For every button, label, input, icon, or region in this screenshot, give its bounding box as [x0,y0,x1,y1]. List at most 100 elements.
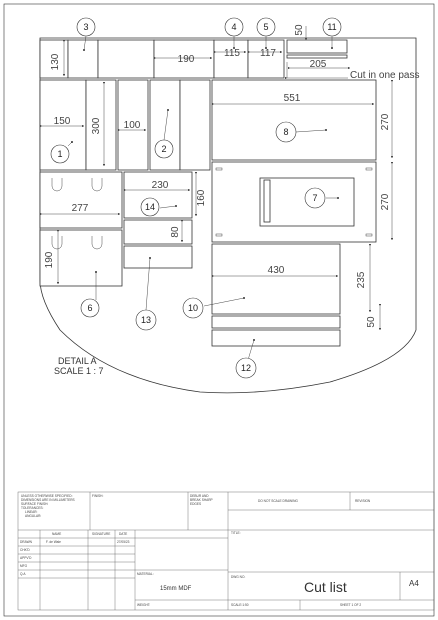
part-100 [117,79,149,171]
balloon-12: 11 [322,17,342,37]
dim-150: 150 [54,116,71,127]
svg-text:4: 4 [231,22,236,32]
dim-277: 277 [72,203,89,214]
col-date: DATE [119,532,127,536]
weight-label: WEIGHT: [137,603,150,607]
detail-label: DETAIL A [58,356,97,366]
leader-dots [71,47,339,341]
part-11b [211,329,341,347]
dim-551: 551 [284,93,301,104]
material-label: MATERIAL: [137,572,154,576]
dim-50b: 50 [366,316,377,328]
balloon-11: 12 [235,357,257,379]
row-appvd: APPV'D [20,556,32,560]
svg-text:3: 3 [83,22,88,32]
title-label: TITLE: [231,531,241,535]
row-drawn: DRAWN [20,540,33,544]
svg-text:1: 1 [57,149,62,159]
part-6 [39,229,123,287]
general-notes: UNLESS OTHERWISE SPECIFIED: DIMENSIONS A… [21,494,76,518]
revision-label: REVISION [355,499,371,503]
parts-right-block [211,79,377,347]
balloon-13: 13 [135,309,157,331]
row-chkd: CHK'D [20,548,30,552]
dim-50a: 50 [294,24,305,36]
dwg-title: Cut list [304,579,347,595]
svg-text:14: 14 [145,202,155,212]
balloon-4: 4 [224,17,244,37]
scale-label: SCALE:1:50 [231,603,249,607]
part-12a [286,39,348,54]
svg-text:13: 13 [141,315,151,325]
part-12b [286,54,348,59]
balloon-2: 2 [154,139,174,159]
cut-note: Cut in one pass [350,70,420,81]
part-300 [85,79,117,171]
dim-300: 300 [91,117,102,134]
dim-270b: 270 [380,193,391,210]
part-3c [97,39,155,79]
sheet-size: A4 [409,579,419,588]
part-4 [213,39,249,79]
balloon-3: 3 [76,17,96,37]
slot-marks [215,167,373,237]
svg-text:5: 5 [263,22,268,32]
dimension-lines [39,26,394,331]
dim-115: 115 [224,48,240,59]
balloon-1: 1 [50,144,70,164]
dim-230: 230 [152,180,169,191]
part-2b [179,79,211,171]
hole-marks [51,178,103,250]
svg-text:12: 12 [241,363,251,373]
dim-235: 235 [356,271,367,288]
balloon-7: 7 [304,187,326,209]
dim-80: 80 [170,226,181,238]
col-name: NAME [52,532,61,536]
svg-text:10: 10 [188,303,198,313]
svg-text:11: 11 [327,22,336,32]
dim-430: 430 [268,265,285,276]
part-10 [211,243,341,315]
balloon-6: 6 [80,298,100,318]
dim-270a: 270 [380,113,391,130]
part-7-slot [263,179,271,223]
row-qa: Q.A [20,572,26,576]
svg-text:2: 2 [161,144,166,154]
dim-100: 100 [124,120,141,131]
svg-text:8: 8 [283,127,288,137]
dim-130: 130 [50,53,61,70]
dwg-no-label: DWG NO. [231,575,245,579]
part-3b [67,39,99,79]
drawn-by: F. de Wale [46,540,61,544]
title-block [17,491,435,611]
balloon-5: 5 [256,17,276,37]
part-8 [211,79,377,161]
dimension-labels: 130 190 115 117 50 205 150 300 100 551 2… [44,24,420,328]
part-13 [123,245,193,269]
material-value: 15mm MDF [160,586,192,592]
do-not-scale: DO NOT SCALE DRAWING [258,499,298,503]
title-block-text: UNLESS OTHERWISE SPECIFIED: DIMENSIONS A… [20,494,419,607]
dim-190a: 190 [178,54,195,65]
balloon-8: 8 [275,121,297,143]
svg-text:7: 7 [312,193,317,203]
part-11a [211,315,341,329]
part-277 [39,171,123,229]
balloon-10: 10 [182,297,204,319]
dim-205: 205 [310,59,327,70]
detail-scale: SCALE 1 : 7 [54,366,104,376]
finish-label: FINISH: [92,494,103,498]
part-80 [123,219,193,245]
row-mfg: MFG [20,564,28,568]
dim-160: 160 [196,189,207,206]
dim-190b: 190 [44,251,55,268]
balloon-14: 14 [140,197,160,217]
parts-left-block [39,79,211,287]
drawn-date: 27/05/23 [117,540,130,544]
sheet-label: SHEET 1 OF 2 [340,603,361,607]
svg-text:6: 6 [87,303,92,313]
detail-boundary [39,37,417,394]
col-signature: SIGNATURE [92,532,110,536]
